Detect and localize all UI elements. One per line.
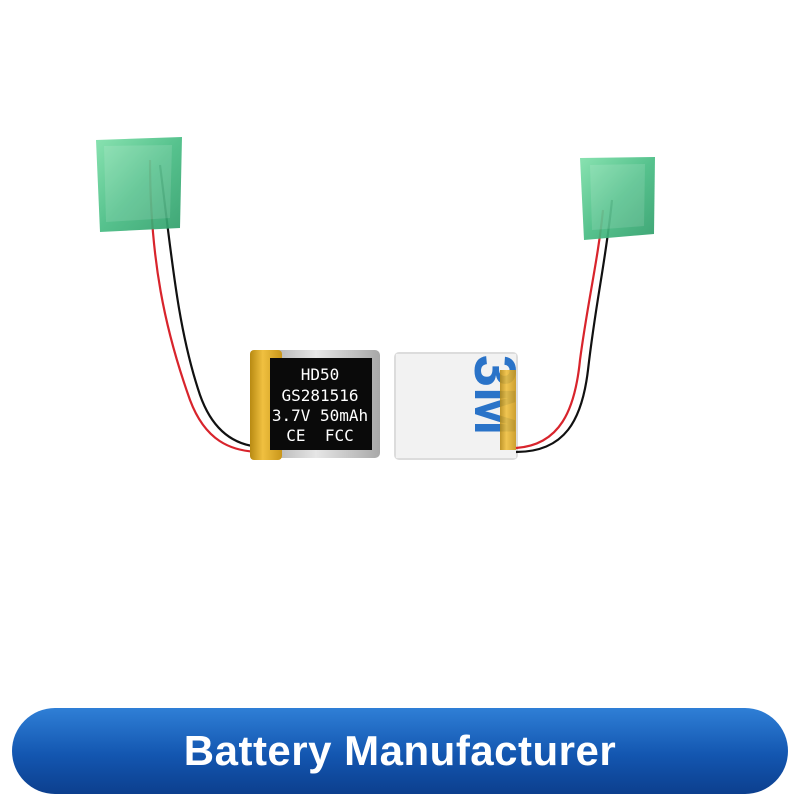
- battery-illustration: HD50 GS281516 3.7V 50mAh CE FCC 3M: [96, 137, 655, 460]
- left-wires: [148, 159, 263, 454]
- battery-label: [270, 358, 372, 450]
- label-spec: 3.7V 50mAh: [272, 406, 368, 425]
- label-model: HD50: [301, 365, 340, 384]
- label-certs: CE FCC: [286, 426, 353, 445]
- left-tape-tab: [96, 137, 182, 232]
- right-tape-tab: [580, 157, 655, 240]
- right-wires: [515, 199, 614, 454]
- banner: Battery Manufacturer: [12, 708, 788, 794]
- battery-front: HD50 GS281516 3.7V 50mAh CE FCC: [250, 350, 380, 460]
- label-part-number: GS281516: [281, 386, 358, 405]
- battery-back: 3M: [394, 352, 527, 460]
- tape-print: 3M: [462, 355, 527, 436]
- banner-text: Battery Manufacturer: [183, 727, 617, 774]
